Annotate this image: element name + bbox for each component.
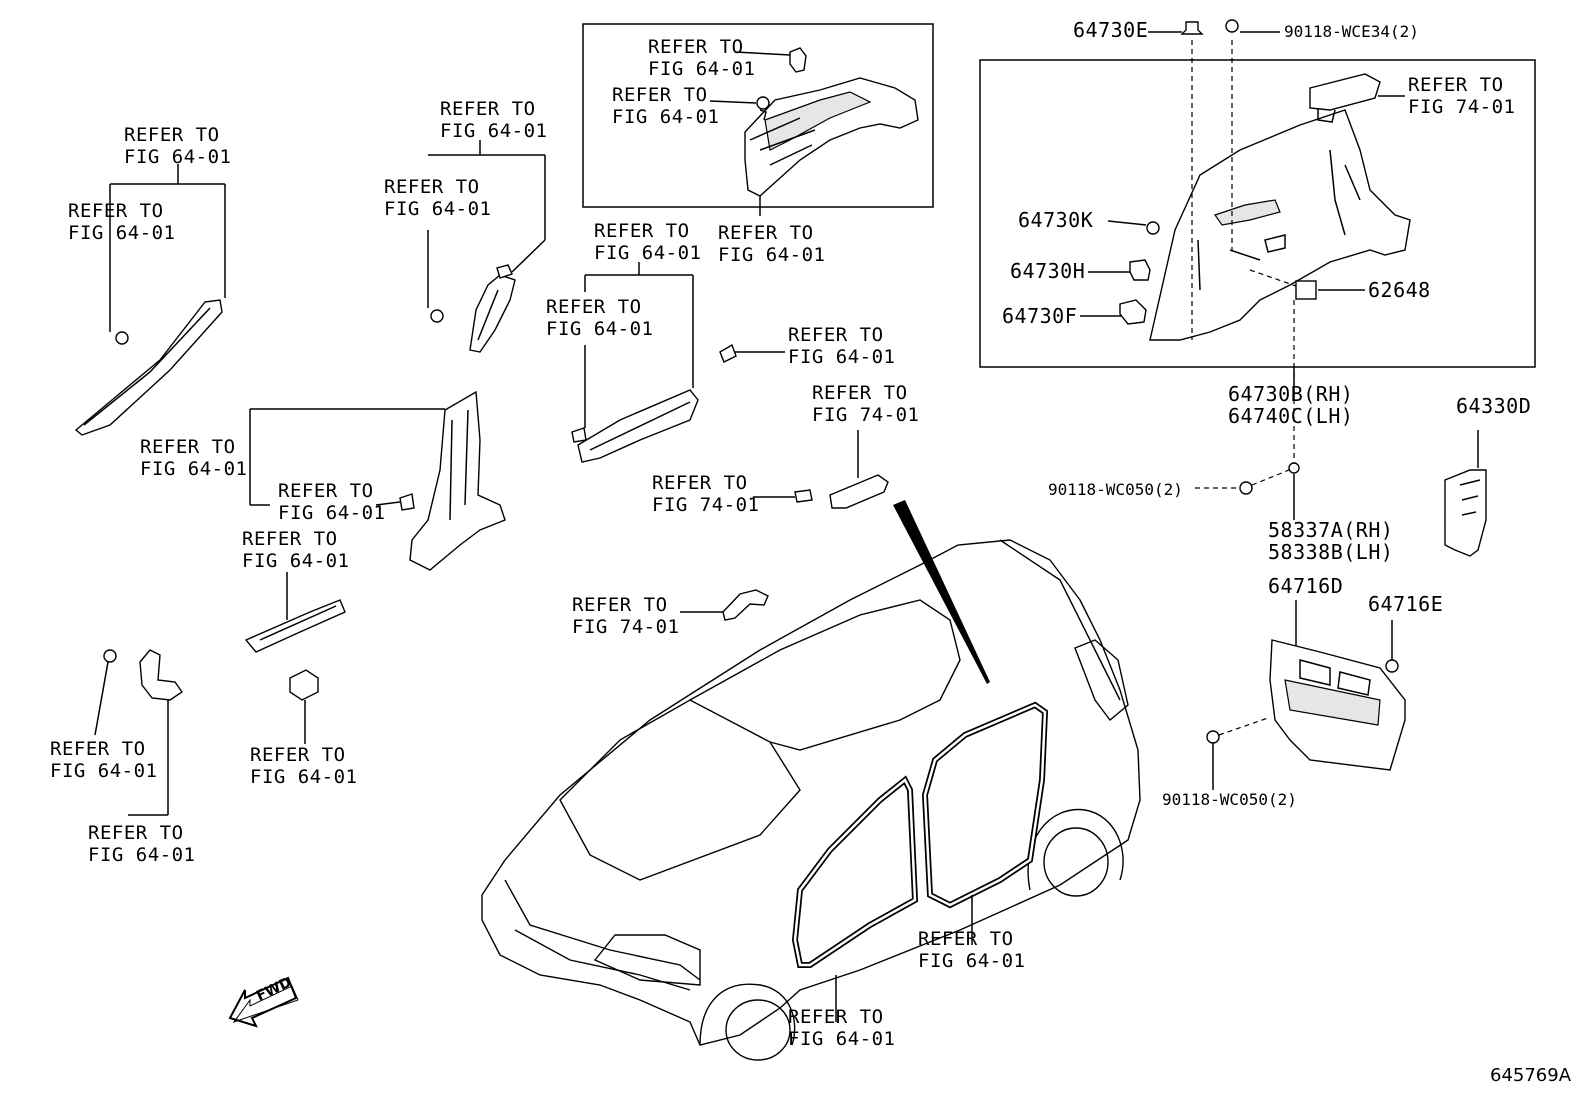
screw-icon xyxy=(719,343,737,363)
trim-cover-64330D xyxy=(1444,469,1487,557)
screw-icon xyxy=(115,331,129,345)
screw-icon xyxy=(1239,481,1253,495)
figure-id: 645769A xyxy=(1490,1065,1572,1086)
rear-quarter-pocket xyxy=(1214,199,1281,226)
part-number-64740C: 64740C(LH) xyxy=(1228,404,1354,428)
screw-icon xyxy=(103,649,117,663)
kick-panel-bracket xyxy=(139,649,183,701)
part-number-64716D: 64716D xyxy=(1268,574,1344,598)
rear-door-weatherstrip xyxy=(921,701,1049,909)
clip-icon xyxy=(1119,299,1147,325)
part-number-58338B: 58338B(LH) xyxy=(1268,540,1394,564)
part-number-64330D: 64330D xyxy=(1456,394,1532,418)
switch-part xyxy=(289,669,319,701)
pointer-wedge xyxy=(893,500,990,684)
vehicle-body-outline xyxy=(481,539,1141,1061)
upper-quarter-trim-detail xyxy=(764,91,872,151)
part-number-90118-WCE34: 90118-WCE34(2) xyxy=(1284,22,1419,41)
part-number-90118-WC050-lower: 90118-WC050(2) xyxy=(1162,790,1297,809)
center-pillar-upper-garnish xyxy=(469,274,516,353)
pad-part-62648 xyxy=(1295,280,1317,300)
part-number-64730F: 64730F xyxy=(1002,304,1078,328)
part-number-64730H: 64730H xyxy=(1010,259,1086,283)
part-number-64730E: 64730E xyxy=(1073,18,1149,42)
clip-icon xyxy=(399,493,415,511)
screw-icon xyxy=(1385,659,1399,673)
upper-arm-rest-part xyxy=(1309,73,1381,111)
inset-box-upper xyxy=(582,23,934,208)
clip-icon xyxy=(571,427,587,443)
clip-icon xyxy=(789,47,807,73)
part-number-64716E: 64716E xyxy=(1368,592,1444,616)
center-pillar-lower-garnish xyxy=(409,390,506,571)
part-number-58337A: 58337A(RH) xyxy=(1268,518,1394,542)
part-number-64730K: 64730K xyxy=(1018,208,1094,232)
scuff-plate-grille xyxy=(1284,679,1381,726)
upper-quarter-trim-part xyxy=(744,77,919,197)
rear-quarter-trim-panel xyxy=(1149,109,1411,341)
assist-grip-small xyxy=(722,589,769,621)
part-number-64730B: 64730B(RH) xyxy=(1228,382,1354,406)
screw-icon xyxy=(794,489,813,503)
screw-icon xyxy=(1146,221,1160,235)
assist-grip xyxy=(829,474,889,509)
screw-icon xyxy=(1206,730,1220,744)
inset-box-rear-quarter xyxy=(979,59,1536,368)
fwd-arrow-icon xyxy=(228,976,299,1028)
screw-icon xyxy=(1225,19,1239,33)
clip-icon xyxy=(1180,21,1204,35)
clip-icon xyxy=(1129,259,1151,281)
screw-icon xyxy=(756,96,770,110)
part-number-90118-WC050-upper: 90118-WC050(2) xyxy=(1048,480,1183,499)
rocker-trim-inner xyxy=(577,389,699,463)
clip-icon xyxy=(496,264,513,279)
screw-icon xyxy=(430,309,444,323)
part-number-62648: 62648 xyxy=(1368,278,1431,302)
